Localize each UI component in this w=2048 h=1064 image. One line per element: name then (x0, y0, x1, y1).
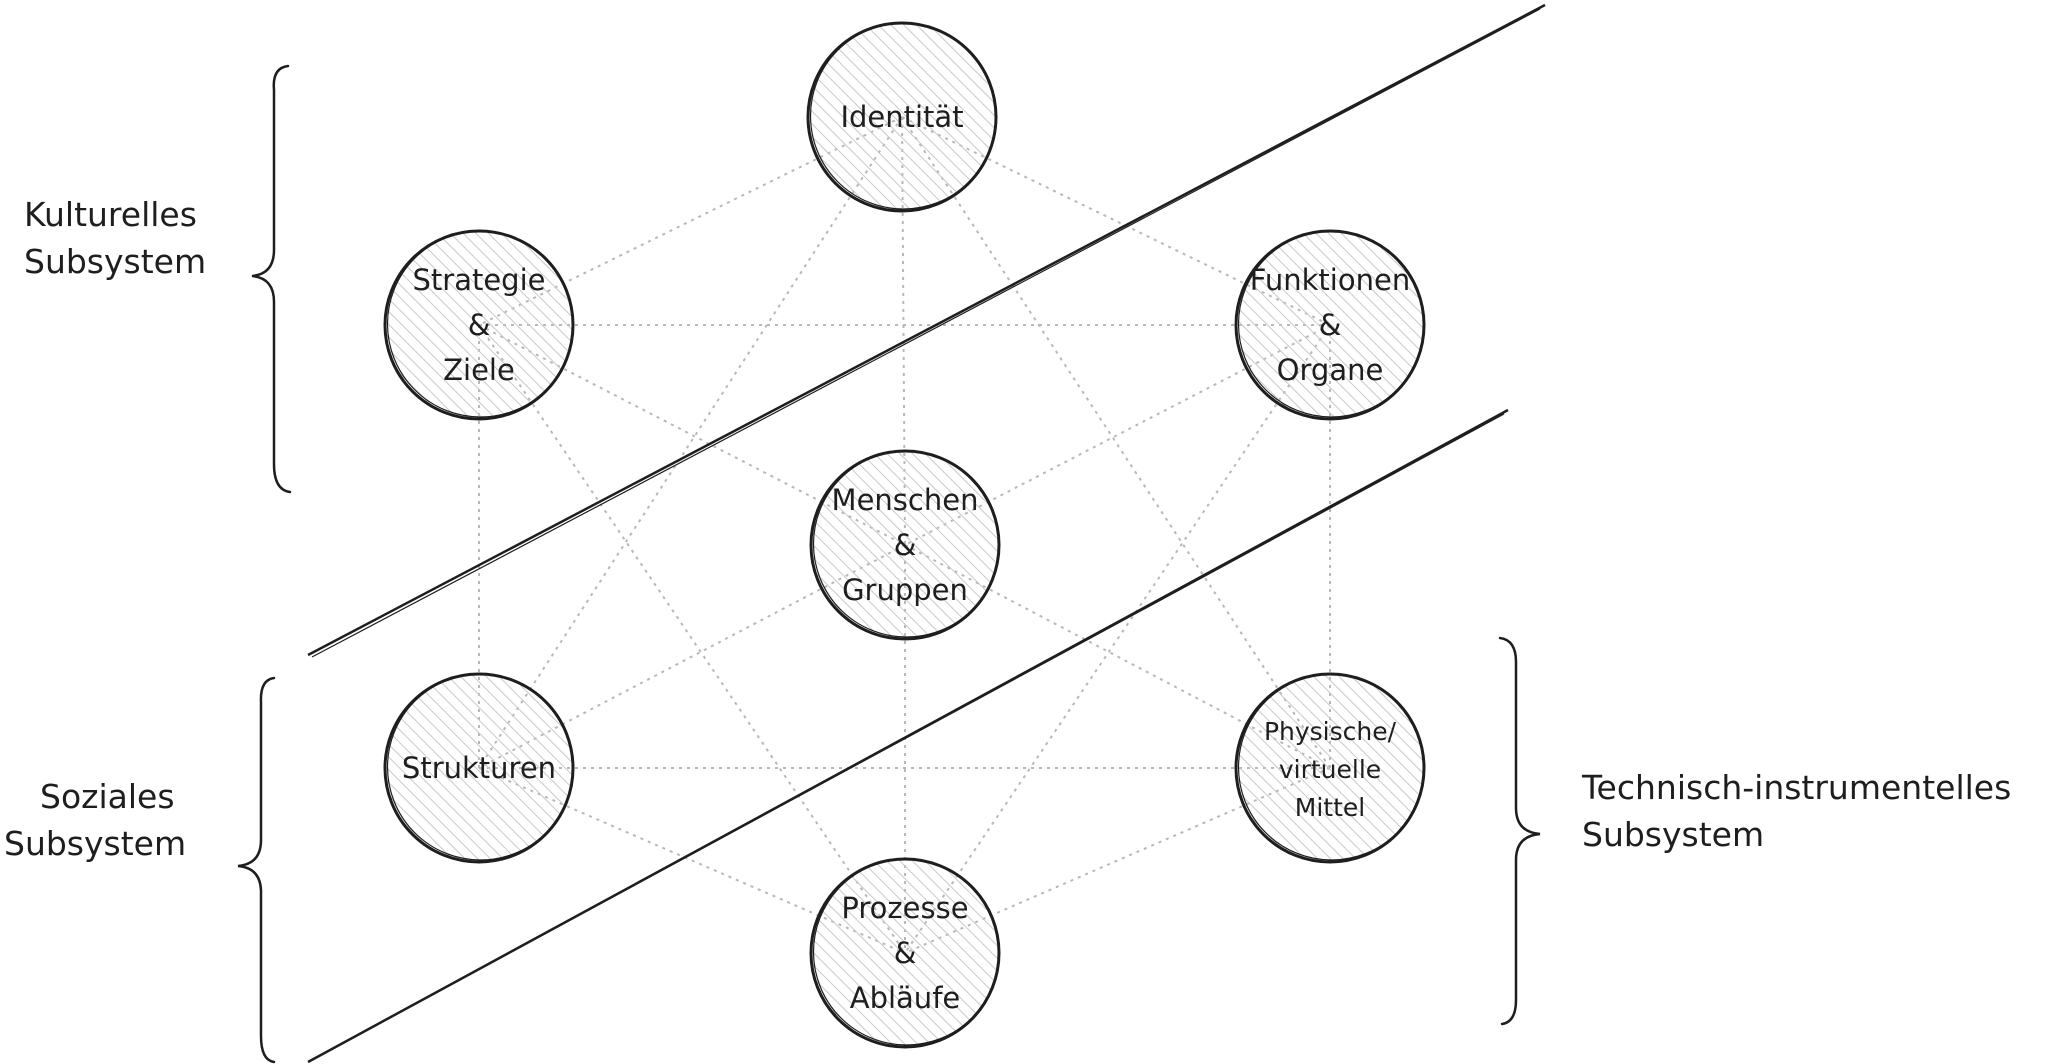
node-circle-sketch (386, 230, 575, 418)
node-label-line: & (468, 308, 491, 342)
node-circle-sketch (1237, 230, 1426, 418)
node-circle-sketch (1237, 673, 1426, 861)
group-label-line: Kulturelles (24, 195, 197, 234)
node-prozesse: Prozesse & Abläufe (809, 857, 1001, 1049)
node-label-line: Strategie (413, 263, 546, 297)
node-label-line: Strukturen (402, 751, 556, 785)
divider-line-upper-sketch (311, 8, 1541, 658)
node-funktionen: Funktionen & Organe (1234, 229, 1426, 421)
brace-kulturell (251, 64, 292, 494)
node-label-line: & (1319, 308, 1342, 342)
brace-sozial (237, 676, 276, 1064)
group-label-line: Subsystem (4, 824, 186, 863)
connector-strukturen-prozesse (478, 767, 906, 954)
node-label-line: Gruppen (842, 573, 968, 607)
node-strategie: Strategie & Ziele (383, 229, 575, 421)
node-circle-sketch (809, 22, 998, 210)
node-circle-sketch (386, 673, 575, 861)
group-label-line: Subsystem (24, 242, 206, 281)
node-label-line: Organe (1277, 353, 1384, 387)
divider-line-upper (307, 3, 1546, 657)
node-label-line: Physische/ (1264, 717, 1397, 746)
node-label-line: Funktionen (1250, 263, 1410, 297)
node-label-line: Abläufe (850, 981, 961, 1015)
node-label-line: virtuelle (1279, 755, 1381, 784)
subsystem-labels: KulturellesSubsystemSozialesSubsystemTec… (4, 195, 2011, 863)
connector-strategie-prozesse (478, 324, 906, 954)
group-label-line: Soziales (40, 777, 175, 816)
node-label-line: Prozesse (841, 891, 968, 925)
subsystem-braces (237, 64, 1541, 1064)
node-identitaet: Identität (806, 21, 998, 213)
node-label-line: Mittel (1295, 793, 1365, 822)
brace-technisch (1498, 636, 1541, 1026)
node-label-line: & (894, 936, 917, 970)
group-label-line: Subsystem (1582, 815, 1764, 854)
connector-identitaet-strukturen (478, 116, 903, 769)
node-label-line: Identität (840, 100, 963, 134)
node-strukturen: Strukturen (383, 672, 575, 864)
divider-line-lower-sketch (311, 413, 1505, 1061)
node-label-line: Ziele (443, 353, 515, 387)
connector-identitaet-mittel (901, 116, 1331, 769)
node-circle-sketch (812, 858, 1001, 1046)
node-menschen: Menschen & Gruppen (809, 449, 1001, 641)
group-label-line: Technisch-instrumentelles (1581, 768, 2011, 807)
connector-funktionen-prozesse (904, 324, 1331, 954)
node-label-line: Menschen (832, 483, 979, 517)
node-label-line: & (894, 528, 917, 562)
node-circle-sketch (812, 450, 1001, 638)
